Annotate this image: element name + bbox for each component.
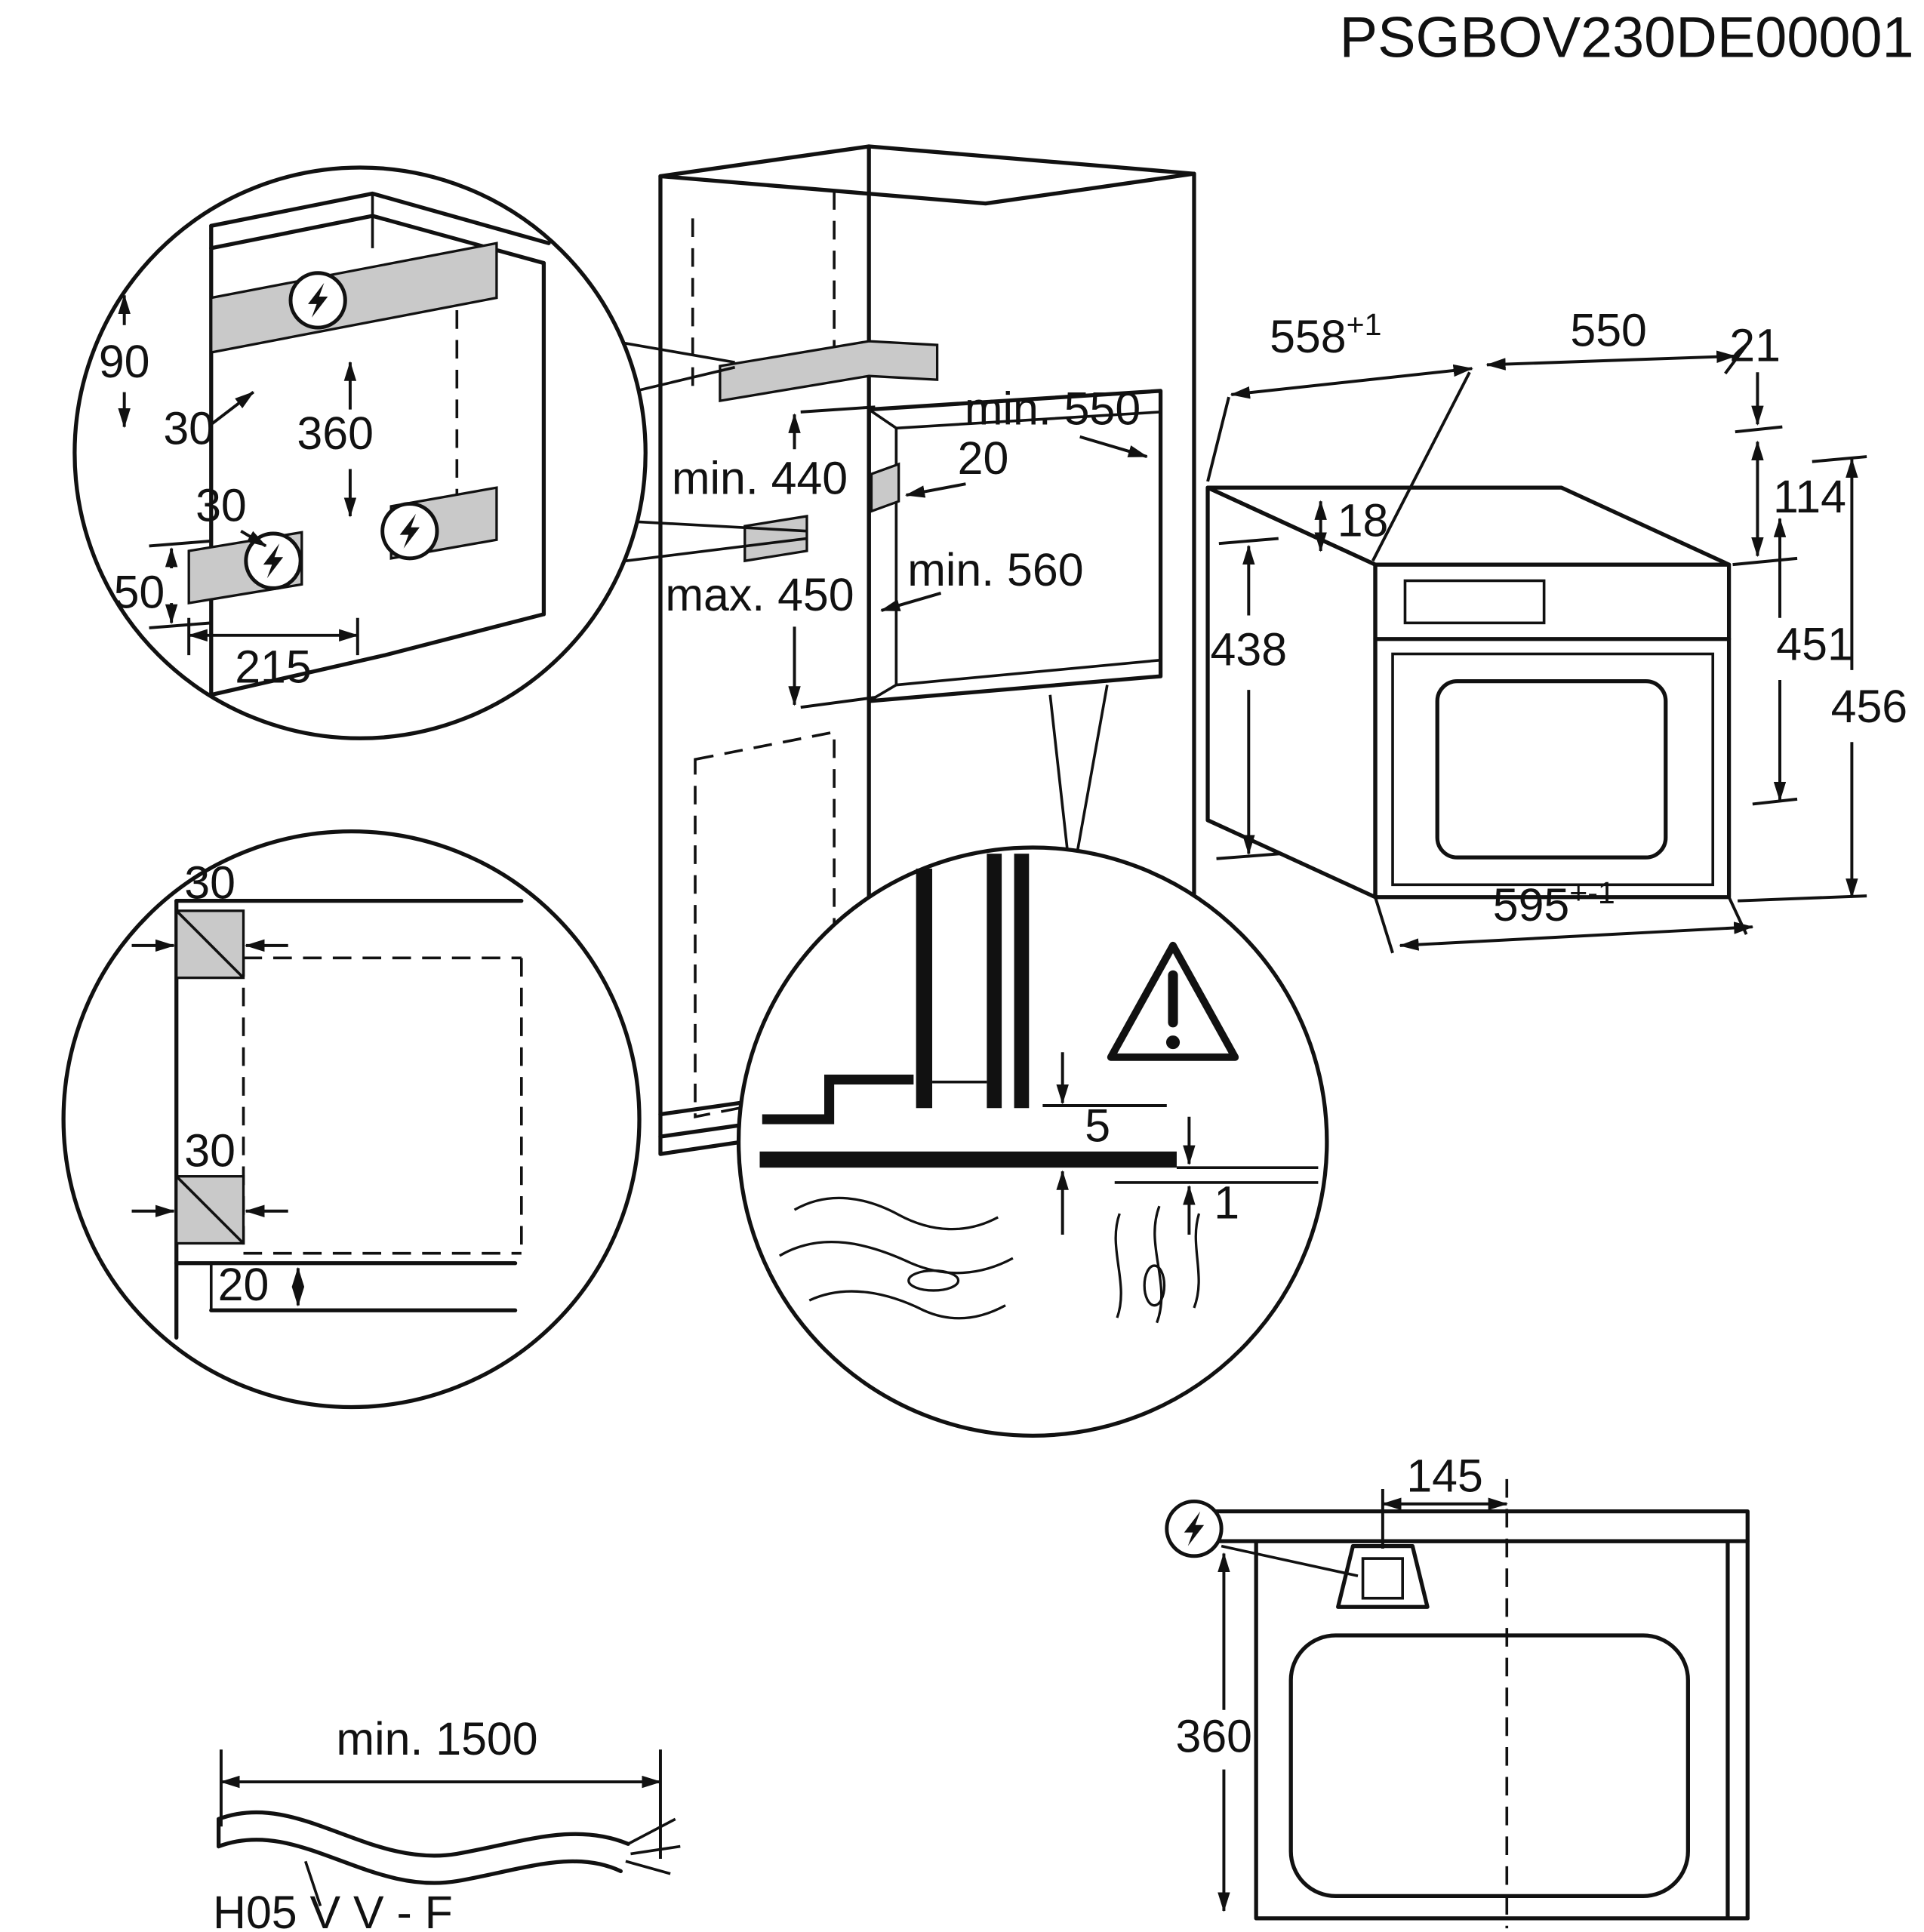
dim-min-550-label: min. 550 bbox=[965, 383, 1141, 434]
rear-drawing bbox=[1196, 1478, 1750, 1929]
power-icon bbox=[246, 534, 300, 588]
power-cable-view: min. 1500 H05 V V - F bbox=[213, 1713, 681, 1932]
dim-360-label: 360 bbox=[297, 408, 374, 459]
cabinet-dimensions: min. 440 max. 450 min. 550 20 min. 560 bbox=[665, 383, 1149, 709]
dim-451-label: 451 bbox=[1776, 619, 1853, 670]
dim-550-label: 550 bbox=[1570, 305, 1647, 356]
power-icon bbox=[291, 273, 345, 328]
detail-circle bbox=[736, 845, 1329, 1438]
dim-438-label: 438 bbox=[1211, 623, 1288, 675]
document-code: PSGBOV230DE00001 bbox=[1340, 7, 1914, 70]
oven-drawing bbox=[1205, 485, 1732, 900]
dim-min-440-label: min. 440 bbox=[672, 452, 848, 503]
panel-cross-section bbox=[759, 854, 1319, 1184]
warning-icon bbox=[1107, 941, 1239, 1061]
oven-dimensions-view: 558+1 550 21 18 114 451 bbox=[1205, 305, 1908, 954]
dim-114-label: 114 bbox=[1773, 471, 1846, 522]
gap-pointer-wedge bbox=[1048, 685, 1109, 852]
dim-50-label: 50 bbox=[114, 567, 165, 618]
dim-30-mid-label: 30 bbox=[195, 480, 247, 531]
side-connection-detail: 90 30 360 30 50 215 bbox=[72, 165, 648, 740]
frame-drawing bbox=[174, 899, 524, 1340]
dim-1-label: 1 bbox=[1214, 1177, 1239, 1229]
dim-20-label: 20 bbox=[218, 1259, 269, 1310]
dim-90-label: 90 bbox=[99, 336, 150, 387]
rear-dimensions: 145 360 bbox=[1176, 1450, 1508, 1912]
zone-90 bbox=[210, 242, 498, 354]
dim-max-450-label: max. 450 bbox=[665, 569, 854, 620]
dim-215-label: 215 bbox=[235, 641, 312, 692]
terminal-box bbox=[1336, 1544, 1430, 1609]
dim-595-label: 595+-1 bbox=[1493, 875, 1615, 931]
oven-door-window bbox=[1435, 679, 1668, 860]
detail-circle bbox=[61, 829, 642, 1410]
dim-30-top-label: 30 bbox=[163, 403, 214, 454]
dim-18-label: 18 bbox=[1338, 494, 1389, 546]
rear-gap-detail: 5 1 bbox=[736, 845, 1329, 1438]
power-icon bbox=[383, 504, 437, 558]
dim-360-label: 360 bbox=[1176, 1711, 1253, 1762]
dim-20-label: 20 bbox=[958, 432, 1009, 484]
front-frame-detail: 30 30 20 bbox=[61, 829, 642, 1410]
cable-dimension: min. 1500 bbox=[219, 1713, 662, 1859]
connection-zone-niche bbox=[870, 462, 900, 513]
dim-min-1500-label: min. 1500 bbox=[336, 1713, 537, 1764]
connection-zone-top bbox=[719, 340, 939, 403]
dim-145-label: 145 bbox=[1406, 1450, 1483, 1501]
dim-21-label: 21 bbox=[1729, 319, 1781, 371]
cable-type-label: H05 V V - F bbox=[213, 1887, 453, 1932]
cabinet-niche bbox=[867, 389, 1163, 703]
dim-5-label: 5 bbox=[1085, 1100, 1110, 1152]
dim-min-560-label: min. 560 bbox=[907, 544, 1083, 595]
cable-drawing bbox=[217, 1810, 681, 1885]
dim-30-bottom-label: 30 bbox=[184, 1125, 235, 1177]
side-detail-dimensions: 90 30 360 30 50 215 bbox=[99, 294, 374, 692]
front-detail-dimensions: 30 30 20 bbox=[131, 857, 305, 1310]
dim-558-label: 558+1 bbox=[1270, 307, 1381, 362]
dim-30-top-label: 30 bbox=[184, 857, 235, 908]
rear-connection-view: 145 360 bbox=[1167, 1450, 1750, 1929]
oven-display bbox=[1403, 579, 1546, 625]
oven-dimensions: 558+1 550 21 18 114 451 bbox=[1206, 305, 1908, 954]
dim-456-label: 456 bbox=[1831, 681, 1908, 732]
gap-dimensions: 5 1 bbox=[1042, 1052, 1239, 1235]
wood-grain bbox=[778, 1196, 1201, 1324]
power-icon bbox=[1167, 1501, 1221, 1555]
